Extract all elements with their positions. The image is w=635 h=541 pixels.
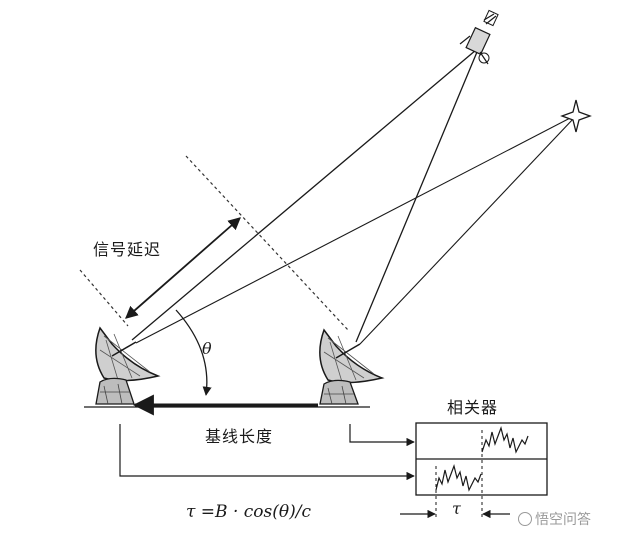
satellite-icon (459, 9, 499, 65)
tau-label: τ (452, 499, 461, 518)
watermark-text: 悟空问答 (535, 512, 591, 528)
star-icon (560, 99, 592, 133)
signal-delay-arrow (125, 217, 241, 319)
ray-left-to-star (135, 115, 575, 344)
right-dish-antenna (319, 328, 385, 405)
ray-left-to-satellite (131, 49, 477, 341)
right-signal-path (349, 424, 415, 447)
baseline-length-label: 基线长度 (205, 427, 274, 446)
ray-right-to-star (359, 117, 575, 345)
theta-label: θ (202, 339, 212, 358)
wukong-logo-icon (518, 512, 532, 526)
wavefront-line-upper (185, 155, 349, 331)
theta-angle-arc (175, 309, 212, 396)
signal-delay-label: 信号延迟 (93, 240, 162, 259)
delay-formula: τ =B · cos(θ)/c (186, 502, 311, 522)
waveform-lower (435, 463, 482, 492)
left-signal-path (119, 424, 415, 481)
correlator-label: 相关器 (447, 398, 499, 417)
ray-right-to-satellite (355, 51, 478, 343)
wavefront-line-lower (79, 269, 129, 327)
waveform-upper (481, 425, 529, 454)
watermark: 悟空问答 (518, 509, 591, 529)
left-dish-antenna (95, 326, 161, 405)
